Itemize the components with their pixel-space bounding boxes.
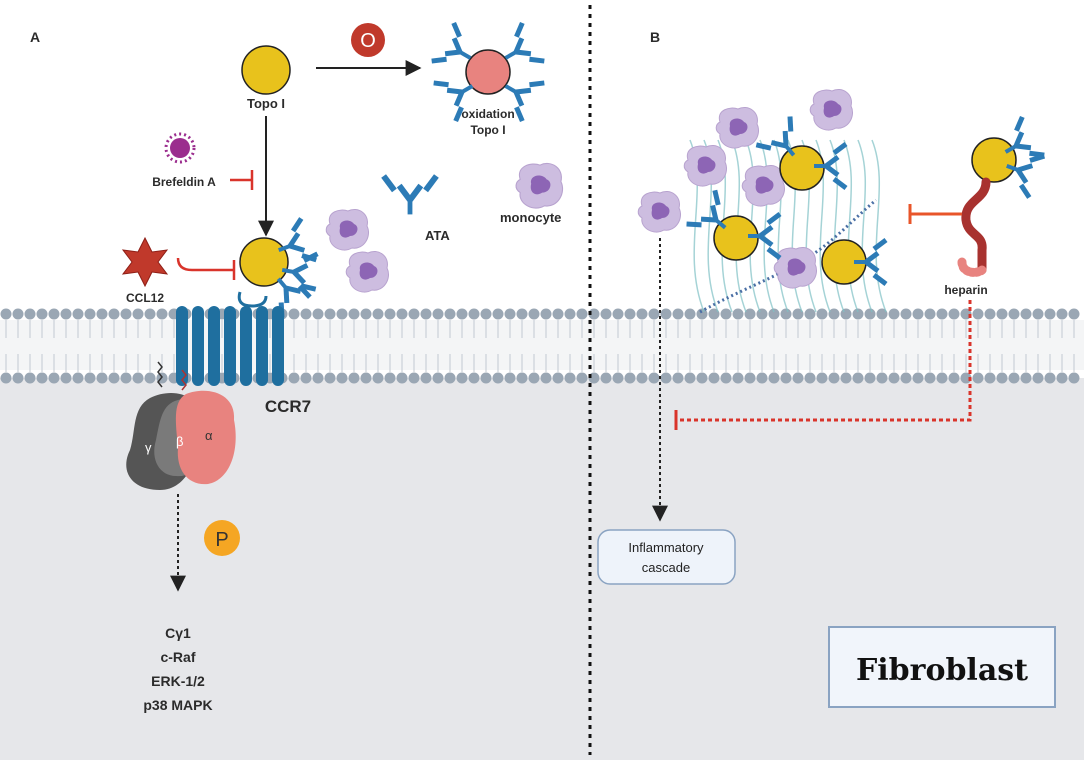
topo-antibody-complex [239, 208, 390, 317]
ccr7-receptor [176, 291, 284, 386]
inflammatory-line-2: cascade [642, 560, 690, 575]
panel-a-letter: A [30, 29, 40, 45]
ata-label: ATA [425, 228, 450, 243]
topo-i-label: Topo I [247, 96, 285, 111]
ccl12-label: CCL12 [126, 291, 164, 305]
g-gamma: γ [145, 440, 152, 455]
target-2: c-Raf [160, 649, 195, 665]
brefeldin-a-label: Brefeldin A [152, 175, 216, 189]
ccl12-inhibit [176, 257, 236, 280]
oxidation-label-2: Topo I [470, 123, 505, 137]
svg-text:P: P [215, 529, 228, 551]
downstream-targets: Cγ1 c-Raf ERK-1/2 p38 MAPK [143, 625, 212, 713]
target-1: Cγ1 [165, 625, 191, 641]
g-alpha: α [205, 428, 213, 443]
g-beta: β [176, 434, 183, 449]
phosphorylation-badge: P [204, 520, 240, 556]
heparin-inhibit-ecm [908, 204, 962, 224]
inflammatory-line-1: Inflammatory [628, 540, 704, 555]
fibroblast-box: Fibroblast [828, 626, 1056, 708]
g-protein: γ β α [126, 361, 236, 490]
topo-i [241, 45, 291, 95]
panel-b-letter: B [650, 29, 660, 45]
topo-complexes-ecm [687, 117, 886, 284]
target-4: p38 MAPK [143, 697, 212, 713]
inflammatory-cascade-box: Inflammatory cascade [597, 529, 736, 585]
ccl12-star [121, 236, 169, 288]
monocyte-label: monocyte [500, 210, 561, 225]
monocyte-icon [515, 162, 564, 209]
fibroblast-label: Fibroblast [856, 653, 1028, 688]
ata-antibody [384, 176, 437, 214]
brefeldin-a-icon [164, 132, 196, 164]
heparin-topo-complex [957, 117, 1044, 277]
heparin-label: heparin [944, 283, 987, 297]
ccr7-label: CCR7 [265, 397, 311, 416]
heparin-inhibit-cascade [674, 300, 972, 430]
cell-membrane [0, 308, 1084, 384]
brefeldin-inhibit [230, 170, 254, 190]
svg-text:O: O [360, 30, 376, 52]
oxidation-label-1: oxidation [461, 107, 514, 121]
target-3: ERK-1/2 [151, 673, 205, 689]
oxidized-topo-complex [432, 23, 545, 121]
oxidation-badge: O [351, 23, 385, 57]
